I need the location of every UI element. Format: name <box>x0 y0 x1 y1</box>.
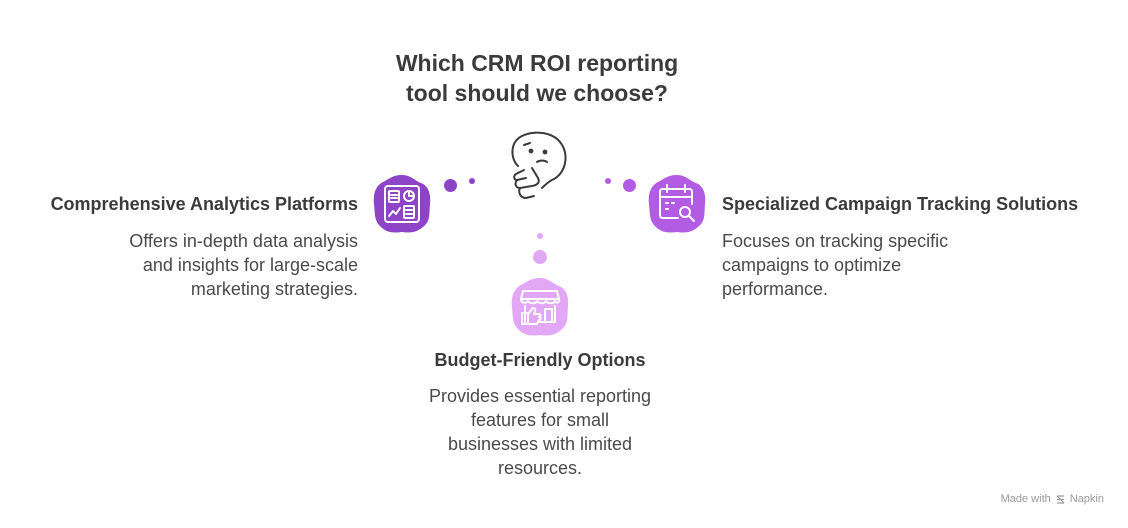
napkin-brand-label: Napkin <box>1069 493 1104 505</box>
storefront-thumbs-up-icon <box>511 278 569 336</box>
connector-dot <box>444 179 457 192</box>
calendar-search-icon <box>648 175 706 233</box>
icon-blob-background <box>511 278 569 336</box>
analytics-dashboard-icon <box>373 175 431 233</box>
made-with-napkin-credit[interactable]: Made with Napkin <box>1001 493 1104 505</box>
connector-dot <box>537 233 543 239</box>
option-heading-analytics: Comprehensive Analytics Platforms <box>50 194 358 214</box>
option-heading-budget: Budget-Friendly Options <box>434 350 646 370</box>
description-line: businesses with limited <box>447 434 633 454</box>
description-line: marketing strategies. <box>190 279 358 299</box>
description-line: Provides essential reporting <box>428 386 652 406</box>
description-line: Focuses on tracking specific <box>722 231 949 251</box>
option-description-campaign-tracking: Focuses on tracking specific campaigns t… <box>722 229 948 301</box>
icon-blob-background <box>373 175 431 233</box>
napkin-logo-icon <box>1056 494 1065 504</box>
option-description-analytics: Offers in-depth data analysis and insigh… <box>129 229 358 301</box>
title-line-2: tool should we choose? <box>406 80 668 106</box>
icon-blob-background <box>648 175 706 233</box>
option-heading-campaign-tracking: Specialized Campaign Tracking Solutions <box>722 194 1079 214</box>
connector-dot <box>605 178 611 184</box>
description-line: Offers in-depth data analysis <box>129 231 358 251</box>
connector-dot <box>533 250 547 264</box>
option-description-budget: Provides essential reporting features fo… <box>340 384 740 480</box>
description-line: resources. <box>497 458 583 478</box>
made-with-label: Made with <box>1000 493 1051 505</box>
description-line: campaigns to optimize <box>722 255 902 275</box>
description-line: and insights for large-scale <box>142 255 358 275</box>
title-line-1: Which CRM ROI reporting <box>395 50 679 76</box>
connector-dot <box>623 179 636 192</box>
connector-dot <box>469 178 475 184</box>
diagram-title: Which CRM ROI reporting tool should we c… <box>337 48 737 108</box>
description-line: features for small <box>470 410 610 430</box>
thinking-face-icon <box>511 131 567 199</box>
description-line: performance. <box>722 279 829 299</box>
